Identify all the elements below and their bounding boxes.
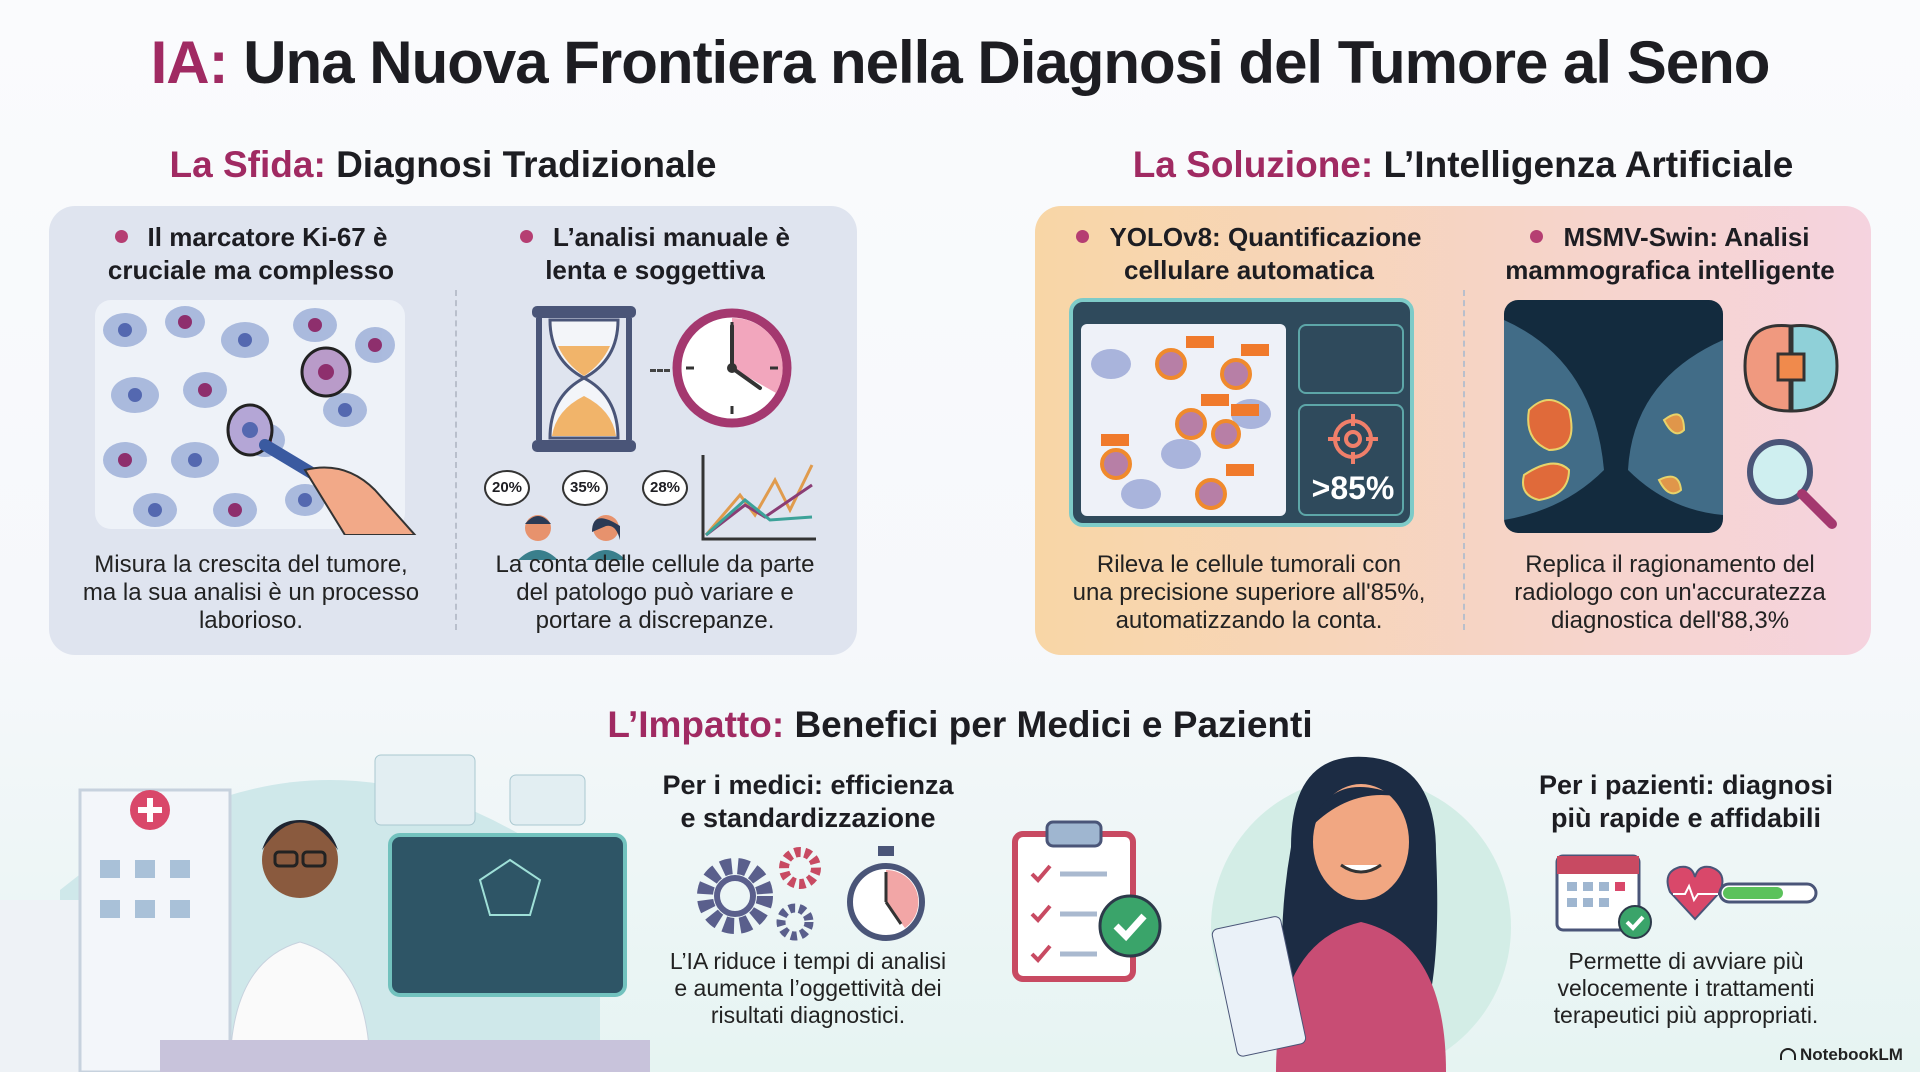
accuracy-panel: >85% <box>1298 404 1404 516</box>
stopwatch-icon <box>845 846 927 946</box>
hourglass-icon <box>530 306 640 452</box>
divider <box>1463 290 1465 630</box>
calendar-check-icon <box>1555 848 1655 940</box>
challenge-heading: La Sfida: Diagnosi Tradizionale <box>169 144 717 185</box>
bullet-icon <box>520 229 533 243</box>
solution-heading: La Soluzione: L’Intelligenza Artificiale <box>1132 144 1794 185</box>
bullet-icon <box>1076 229 1090 243</box>
opinion-bubble: 20% <box>484 470 530 506</box>
patient-illustration <box>1206 747 1516 1072</box>
gears-icon <box>695 846 835 946</box>
opinion-bubble: 28% <box>642 470 688 506</box>
pathologist-faces-icon <box>518 515 626 560</box>
heart-health-bar-icon <box>1665 864 1820 924</box>
pathologist-opinions: 20% 35% 28% <box>478 470 798 560</box>
stats-panel <box>1298 324 1404 394</box>
yolo-detection-screen: >85% <box>1069 298 1414 527</box>
page-title: IA: Una Nuova Frontiera nella Diagnosi d… <box>150 29 1771 96</box>
opinion-bubble: 35% <box>562 470 608 506</box>
target-icon <box>1328 414 1378 464</box>
notebooklm-branding: NotebookLM <box>1780 1045 1903 1065</box>
bullet-icon <box>1530 229 1544 243</box>
notebooklm-logo-icon <box>1780 1048 1796 1060</box>
ki67-description: Misura la crescita del tumore,ma la sua … <box>82 551 420 634</box>
mammogram-image <box>1504 300 1723 533</box>
ai-brain-icon <box>1740 318 1842 418</box>
variance-chart-icon <box>700 455 818 541</box>
accuracy-metric: >85% <box>1311 470 1395 506</box>
detected-cells-image <box>1081 324 1286 516</box>
connector-line <box>650 369 670 372</box>
doctor-illustration <box>0 730 660 1072</box>
magnifier-icon <box>1740 432 1840 532</box>
impact-heading: L’Impatto: Benefici per Medici e Pazient… <box>607 704 1313 745</box>
divider <box>455 290 457 630</box>
checklist-clipboard-icon <box>1012 814 1167 984</box>
cell-microscopy-illustration <box>95 300 425 535</box>
bullet-icon <box>114 229 128 243</box>
clock-icon <box>672 308 792 428</box>
